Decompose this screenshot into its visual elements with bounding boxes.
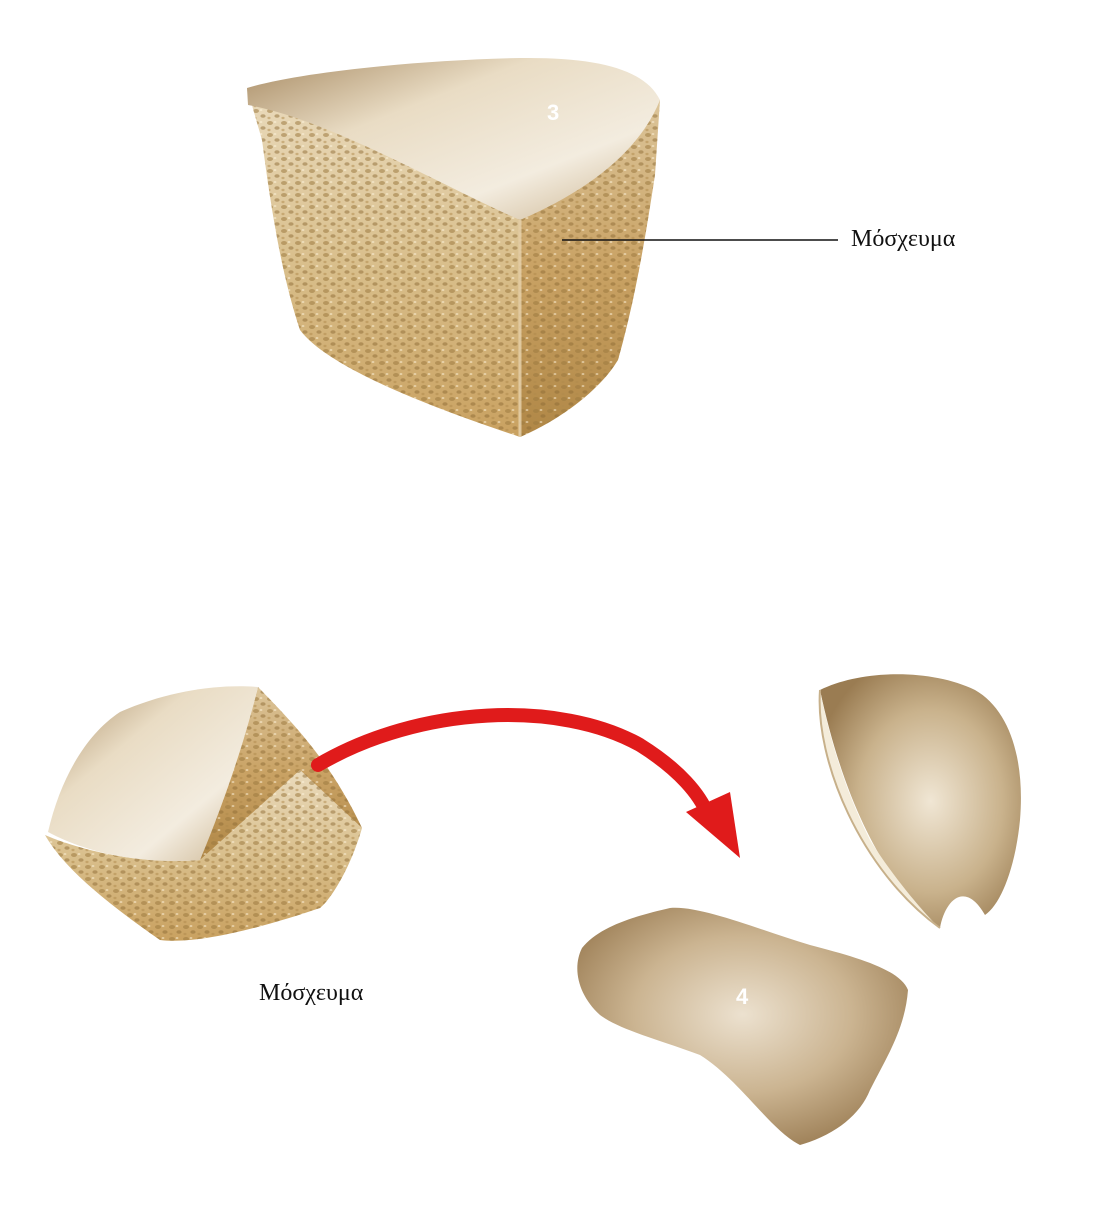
step-number-4: 4 <box>736 984 748 1010</box>
bone-cap-piece <box>820 674 1021 928</box>
graft-block-small <box>45 686 362 941</box>
graft-block-large <box>247 58 660 437</box>
bone-base-piece <box>577 908 908 1145</box>
transfer-arrow <box>318 715 740 858</box>
graft-label: Μόσχευμα <box>259 980 363 1007</box>
graft-callout-label: Μόσχευμα <box>851 226 955 253</box>
step-number-3: 3 <box>547 100 559 126</box>
